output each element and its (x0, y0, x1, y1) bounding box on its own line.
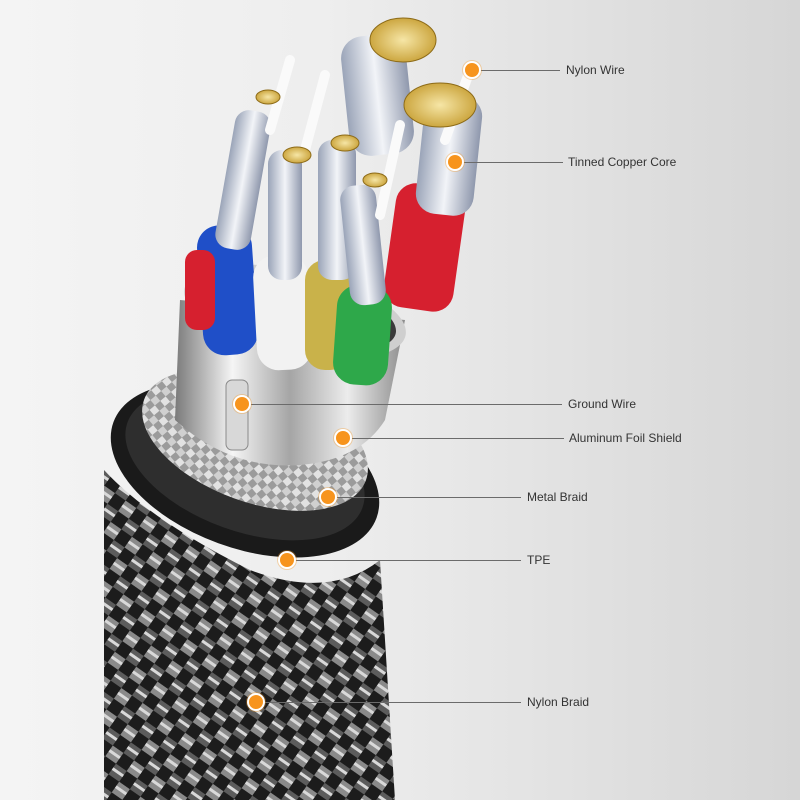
callout-dot (249, 695, 263, 709)
label-tinned-copper-core: Tinned Copper Core (568, 155, 677, 169)
ground-wire (225, 379, 249, 451)
label-ground-wire: Ground Wire (568, 397, 637, 411)
nylon-braid-jacket (104, 470, 395, 800)
callout-dot (336, 431, 350, 445)
label-aluminum-foil-shield: Aluminum Foil Shield (569, 431, 682, 445)
strand-tips (255, 17, 477, 188)
callout-dot (321, 490, 335, 504)
label-nylon-braid: Nylon Braid (527, 695, 590, 709)
callout-dot (235, 397, 249, 411)
label-metal-braid: Metal Braid (527, 490, 588, 504)
label-nylon-wire: Nylon Wire (566, 63, 625, 77)
callout-dot (448, 155, 462, 169)
insulated-conductors (185, 183, 466, 386)
callout-dot (465, 63, 479, 77)
callout-dot (280, 553, 294, 567)
label-tpe: TPE (527, 553, 551, 567)
